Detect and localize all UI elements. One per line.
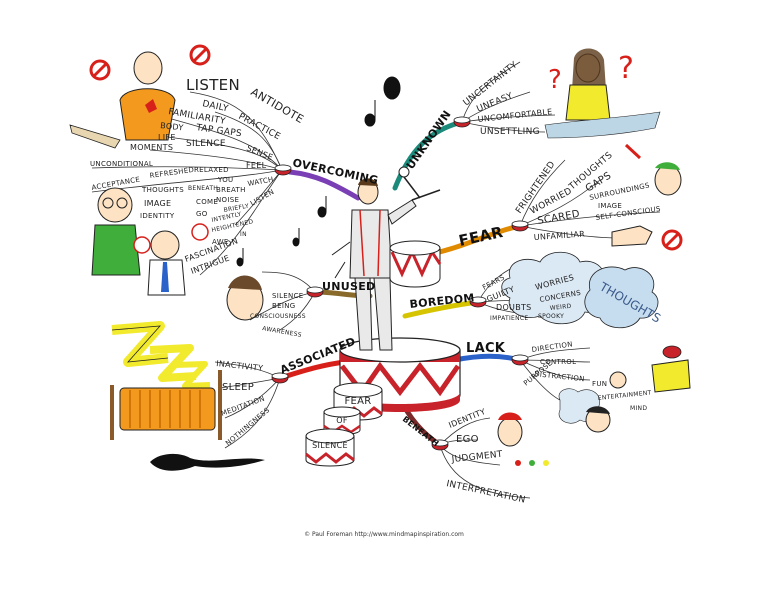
face-illustration — [226, 275, 264, 321]
person-orange-illustration — [69, 51, 176, 149]
word-ego: EGO — [456, 434, 479, 445]
word-control: CONTROL — [540, 358, 576, 366]
drum-text-silence: SILENCE — [312, 441, 348, 450]
sleepy-face-illustration — [558, 388, 611, 433]
word-silence: SILENCE — [272, 292, 303, 300]
word-sleep: SLEEP — [222, 382, 254, 393]
no-sign-icon — [89, 59, 111, 81]
word-tap-gaps: TAP GAPS — [195, 123, 243, 139]
sleep-zzz-illustration — [111, 321, 211, 389]
drum-text-of: OF — [336, 416, 348, 425]
associated-words: INACTIVITY SLEEP MEDITATION NOTHINGNESS — [216, 359, 272, 447]
word-beneath: BENEATH — [188, 185, 218, 192]
thought-cloud-illustration: THOUGHTS — [501, 251, 663, 329]
branch-label-unknown: UNKNOWN — [404, 108, 454, 172]
reader-illustration — [609, 345, 691, 393]
word-listen-2: LISTEN — [249, 188, 276, 208]
branch-lack-line — [452, 353, 523, 363]
word-refreshed: REFRESHED — [149, 166, 195, 180]
word-unconditional: UNCONDITIONAL — [90, 160, 153, 168]
word-awareness: AWARENESS — [262, 325, 303, 339]
word-you: YOU — [217, 176, 233, 184]
word-briefly: BRIEFLY — [223, 203, 249, 214]
word-entertainment: ENTERTAINMENT — [597, 389, 652, 402]
face-identity-illustration — [497, 412, 549, 466]
word-in: IN — [240, 231, 247, 238]
black-smoke-illustration — [150, 453, 265, 471]
no-sign-icon — [189, 44, 211, 66]
word-breath: BREATH — [216, 186, 246, 194]
branch-label-overcoming: OVERCOMING — [291, 156, 379, 187]
drum-text-fear: FEAR — [344, 396, 371, 407]
word-life: LIFE — [158, 133, 176, 142]
branch-label-fear: FEAR — [457, 223, 505, 250]
svg-text:?: ? — [618, 51, 634, 86]
word-relaxed: RELAXED — [194, 166, 229, 174]
word-unsettling: UNSETTLING — [480, 127, 540, 137]
music-notes-illustration — [236, 76, 401, 267]
word-doubts: DOUBTS — [496, 303, 532, 312]
bed-illustration — [110, 370, 222, 440]
word-unfamiliar: UNFAMILIAR — [534, 229, 586, 242]
word-being: BEING — [272, 302, 295, 310]
word-weird: WEIRD — [549, 303, 571, 312]
svg-text:?: ? — [548, 65, 562, 95]
credit-line: © Paul Foreman http://www.mindmapinspira… — [304, 531, 464, 538]
branch-label-beneath: BENEATH — [401, 414, 441, 448]
word-silence: SILENCE — [186, 139, 226, 149]
word-feel: FEEL — [246, 161, 267, 170]
unknown-words: UNCERTAINTY UNEASY UNCOMFORTABLE UNSETTL… — [462, 60, 553, 137]
word-inactivity: INACTIVITY — [216, 359, 264, 373]
junction-drums — [271, 116, 529, 451]
word-fun: FUN — [592, 380, 607, 388]
word-identity: IDENTITY — [140, 212, 175, 220]
word-impatience: IMPATIENCE — [490, 315, 529, 322]
snare-drum — [389, 240, 442, 288]
word-spooky: SPOOKY — [538, 313, 564, 320]
word-awe: AWE — [212, 238, 229, 246]
word-practice: PRACTICE — [237, 112, 282, 142]
face-nervous-illustration — [624, 143, 682, 196]
word-image: IMAGE — [144, 199, 171, 208]
branch-overcoming-line — [287, 169, 361, 201]
word-identity: IDENTITY — [447, 407, 487, 430]
no-sign-icon — [661, 229, 683, 251]
word-come: COME — [196, 198, 218, 206]
person-glasses-illustration — [91, 187, 209, 296]
word-thoughts: THOUGHTS — [141, 186, 184, 194]
fear-of-silence-drums: FEAR OF SILENCE — [305, 382, 383, 467]
branch-label-unused: UNUSED — [322, 280, 375, 293]
word-noise: NOISE — [216, 196, 239, 204]
leaf-lines — [91, 61, 661, 499]
person-question-illustration: ? ? — [544, 48, 661, 139]
word-moments: MOMENTS — [130, 143, 173, 152]
word-interpretation: INTERPRETATION — [445, 479, 526, 506]
word-consciousness: CONSCIOUSNESS — [250, 313, 306, 320]
word-mind: MIND — [630, 405, 647, 412]
branch-unknown-line — [392, 119, 465, 191]
word-judgment: JUDGMENT — [450, 450, 503, 465]
word-listen: LISTEN — [186, 76, 240, 94]
word-watch: WATCH — [247, 176, 274, 188]
word-go: GO — [196, 210, 208, 218]
word-body: BODY — [160, 121, 184, 132]
branch-label-lack: LACK — [466, 341, 506, 356]
pointing-hand-illustration — [611, 225, 653, 247]
word-image: IMAGE — [598, 202, 622, 210]
